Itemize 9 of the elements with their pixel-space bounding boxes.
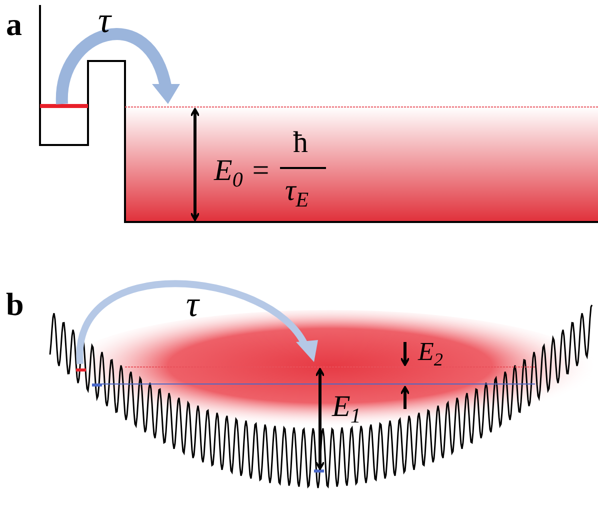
panel-letter: b <box>6 288 24 320</box>
time-symbol: τ <box>186 286 199 322</box>
panel-letter: a <box>6 8 22 40</box>
time-symbol: τ <box>98 2 111 38</box>
energy-label: E$_{2}$ <box>418 339 443 369</box>
time-symbol: τ$_{E}$ <box>285 176 309 210</box>
energy-formula: E$_{0}$ = <box>214 156 271 190</box>
energy-label: E$_{1}$ <box>332 392 361 426</box>
planck-symbol: ħ <box>293 128 308 158</box>
